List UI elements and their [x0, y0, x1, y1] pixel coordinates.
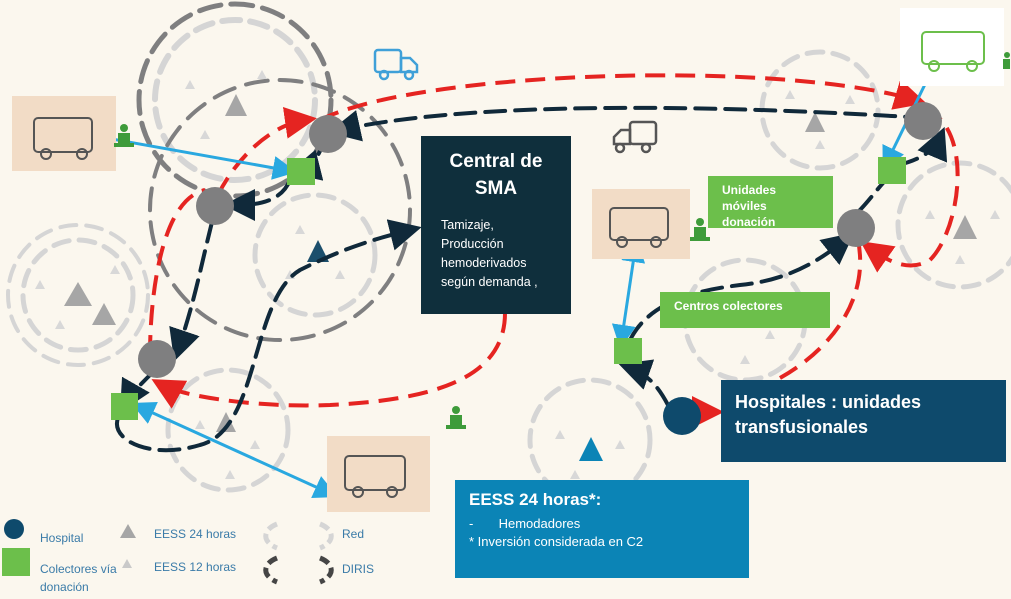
centros-colectores-label: Centros colectores — [660, 292, 830, 328]
grey-nodes — [138, 102, 942, 378]
legend-red: Red — [342, 527, 365, 541]
legend-colectores: Colectores vía donación — [40, 562, 117, 594]
legend-diris: DIRIS — [342, 562, 375, 576]
van-icon — [33, 117, 669, 498]
truck-icon — [612, 120, 658, 154]
central-sma-box: Central de SMA Tamizaje, Producción hemo… — [421, 136, 571, 314]
eess-title: EESS 24 horas*: — [469, 490, 602, 509]
eess-box: EESS 24 horas*: - Hemodadores * Inversió… — [455, 480, 749, 578]
truck-icon — [373, 48, 419, 81]
eess-line2: * Inversión considerada en C2 — [469, 534, 644, 549]
legend-hospital: Hospital — [40, 531, 84, 545]
van-icon — [921, 31, 985, 72]
donor-icon — [114, 52, 1010, 429]
van-panels — [12, 8, 1004, 512]
legend-eess12: EESS 12 horas — [154, 560, 237, 574]
central-body: Tamizaje, Producción hemoderivados según… — [441, 218, 538, 289]
hospitales-box: Hospitales : unidades transfusionales — [721, 380, 1006, 462]
unidades-moviles-label: Unidades móviles donación — [708, 176, 833, 228]
eess-line1: - Hemodadores — [469, 516, 581, 531]
hospital-node — [663, 397, 701, 435]
legend-eess24: EESS 24 horas — [154, 527, 237, 541]
collector-squares — [111, 157, 906, 420]
legend-shapes — [2, 519, 334, 585]
central-title: Central de SMA — [449, 151, 543, 199]
